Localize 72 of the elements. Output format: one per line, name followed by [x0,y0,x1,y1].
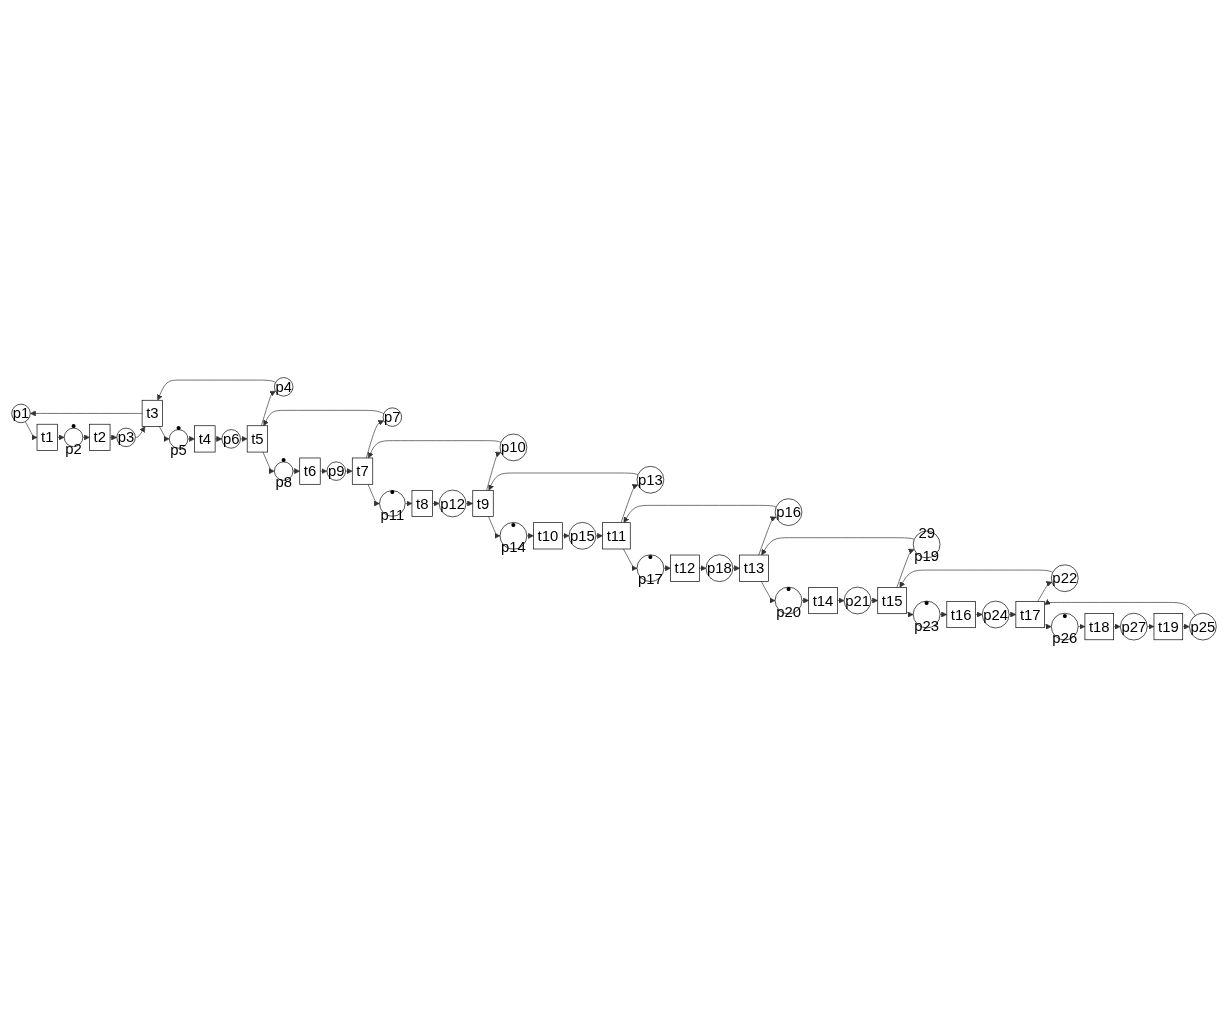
node-circle: p9 [326,461,346,481]
arrow [214,435,223,442]
node-circle: p15 [568,521,597,550]
arrow [465,500,474,507]
node-box: t8 [411,489,433,517]
node-circle: p4 [274,376,294,397]
arrow [240,435,248,442]
node-box: t10 [533,522,563,550]
node-label: • [281,451,287,469]
node-circle: p6 [221,429,241,449]
arrow [57,434,65,441]
arrow [404,500,413,507]
arrow [1182,623,1190,630]
node-box: t15 [877,586,907,614]
node-circle: p12 [438,489,467,517]
node-box: t2 [89,423,111,451]
arrow [1113,623,1121,630]
arrow [1008,611,1017,618]
arrow [699,564,707,571]
node-box: t4 [194,425,216,453]
node-box: t1 [36,423,58,451]
node-box: t6 [299,457,321,485]
node-box: t18 [1084,612,1114,640]
node-circle: p25 [1189,612,1217,641]
node-box: t13 [739,554,769,582]
node-box: t9 [472,489,494,517]
node-circle: p22 [1051,564,1079,592]
arrow [1077,623,1086,630]
arrow [345,467,353,474]
node-label: • [176,419,182,436]
node-circle: p13 [636,465,665,494]
arrow [82,434,90,441]
node-label: p8 [275,473,292,491]
arrow [663,564,671,571]
arrow [1044,623,1052,630]
node-label: • [70,417,77,435]
arrow [870,597,878,604]
arrow [526,532,534,539]
node-circle: p24 [981,600,1010,628]
node-circle: p16 [774,498,803,526]
arrow [837,597,845,604]
arrow [801,597,809,604]
node-box: t16 [946,600,976,628]
arrow [906,611,914,618]
arrow [732,564,740,571]
node-box: t19 [1153,612,1184,640]
arrow [432,500,440,507]
arrow [975,611,983,618]
node-label: p5 [170,441,187,459]
node-circle: p27 [1120,612,1148,641]
node-box: t11 [602,522,631,550]
arrow [561,532,570,539]
node-circle: p18 [705,554,734,582]
arrow [292,467,300,474]
arrow [939,611,948,618]
node-box: t14 [808,586,838,614]
node-circle: p1 [11,403,31,423]
arrow [187,435,195,442]
arrow [1146,623,1155,630]
node-circle: p10 [499,433,528,461]
node-circle: p21 [843,586,872,614]
arrow [109,434,118,441]
node-circle: p3 [116,427,136,447]
node-box: t3 [141,399,163,427]
node-box: t5 [246,425,268,453]
node-box: t17 [1015,600,1045,628]
node-box: t12 [670,554,700,582]
node-circle: p7 [382,407,402,427]
arrow [319,467,328,474]
node-label: p2 [65,439,82,457]
arrow [595,532,603,539]
node-box: t7 [351,457,374,485]
